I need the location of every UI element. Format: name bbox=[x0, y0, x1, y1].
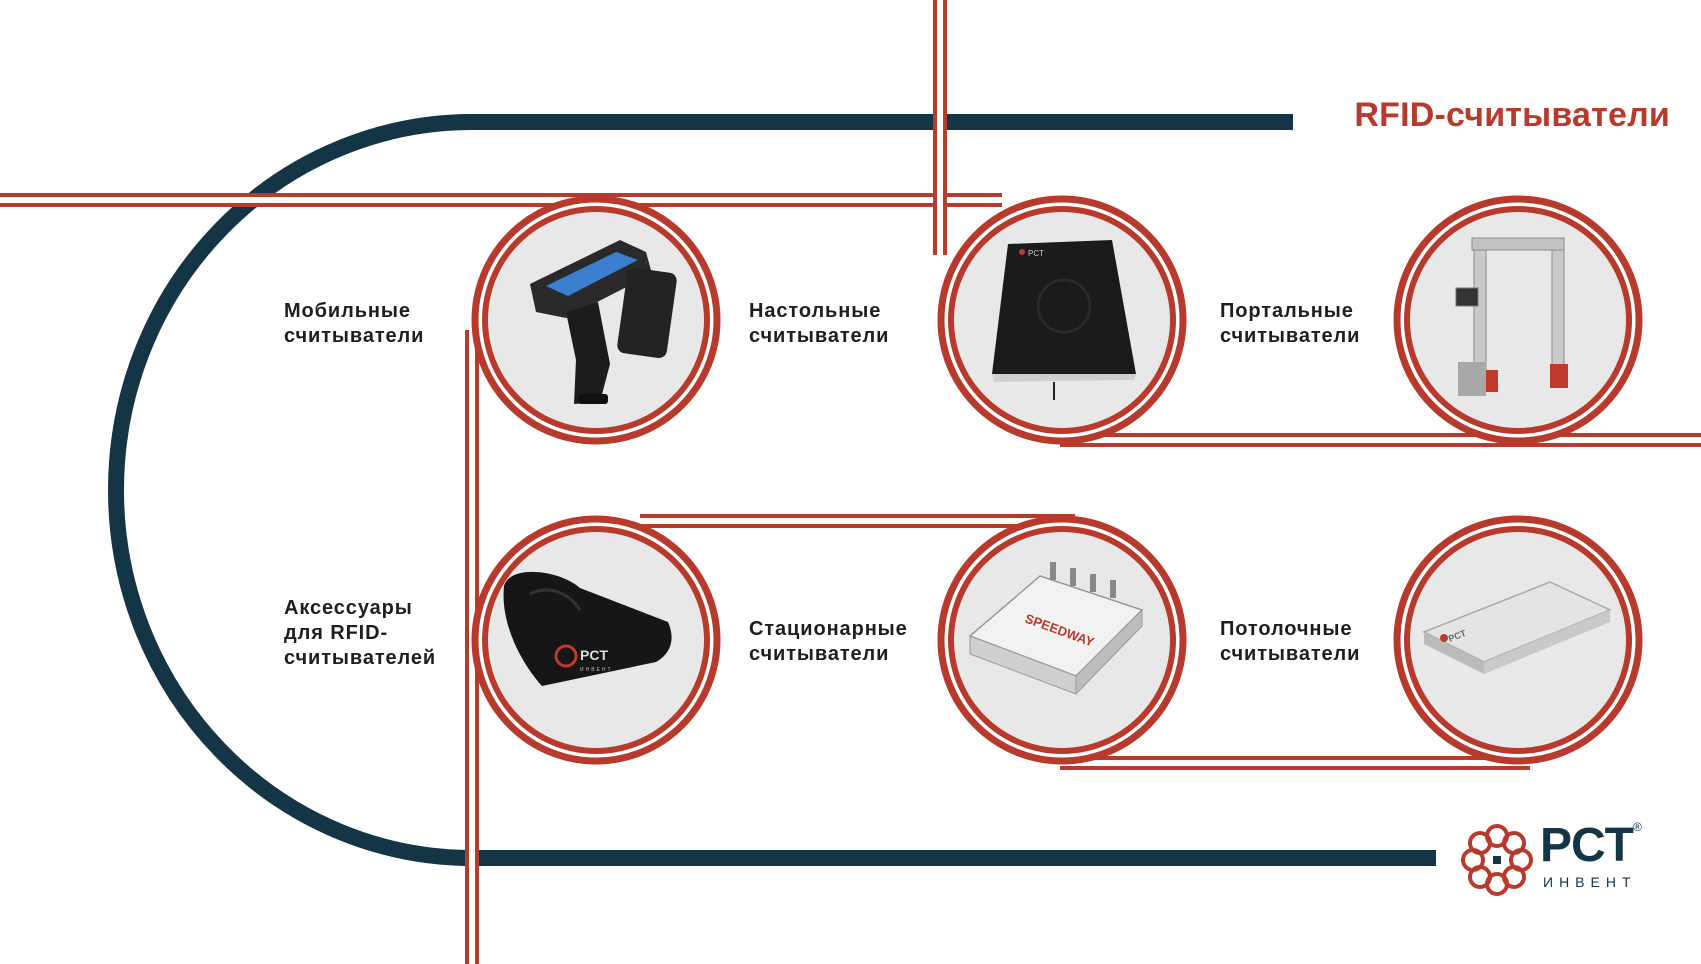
portal-gate-reader-icon bbox=[1455, 237, 1568, 396]
speedway-fixed-reader-icon: SPEEDWAY bbox=[968, 562, 1144, 696]
label-desktop: Настольные считыватели bbox=[749, 300, 890, 347]
mark-invent-bag: ИНВЕНТ bbox=[580, 667, 613, 673]
node-portal[interactable] bbox=[1392, 194, 1644, 446]
company-logo: PCT ИНВЕНТ ® bbox=[1455, 818, 1650, 902]
ceiling-reader-icon: PCT bbox=[1422, 581, 1612, 674]
label-ceiling: Потолочные считыватели bbox=[1220, 618, 1361, 665]
logo-sub-text: ИНВЕНТ bbox=[1543, 874, 1637, 890]
node-mobile[interactable] bbox=[470, 194, 722, 446]
mark-pct-desktop: PCT bbox=[1028, 249, 1044, 258]
handheld-rfid-reader-icon bbox=[530, 240, 677, 404]
node-stationary[interactable]: SPEEDWAY bbox=[936, 514, 1188, 766]
label-accessories: Аксессуары для RFID- считывателей bbox=[284, 597, 437, 669]
logo-main-text: PCT bbox=[1540, 819, 1634, 872]
label-stationary: Стационарные считыватели bbox=[749, 618, 908, 665]
node-ceiling[interactable]: PCT bbox=[1392, 514, 1644, 766]
reader-holster-bag-icon: PCT ИНВЕНТ bbox=[503, 571, 672, 686]
node-accessories[interactable]: PCT ИНВЕНТ bbox=[470, 514, 722, 766]
desktop-rfid-pad-icon: PCT bbox=[992, 240, 1136, 400]
page-title: RFID-считыватели bbox=[1354, 96, 1670, 134]
node-desktop[interactable]: PCT bbox=[936, 194, 1188, 446]
logo-flower-icon bbox=[1461, 824, 1533, 896]
logo-registered-mark: ® bbox=[1633, 820, 1642, 834]
label-portal: Портальные считыватели bbox=[1220, 300, 1361, 347]
navy-track bbox=[108, 114, 1436, 866]
label-mobile: Мобильные считыватели bbox=[284, 300, 425, 347]
mark-pct-bag: PCT bbox=[580, 647, 608, 663]
